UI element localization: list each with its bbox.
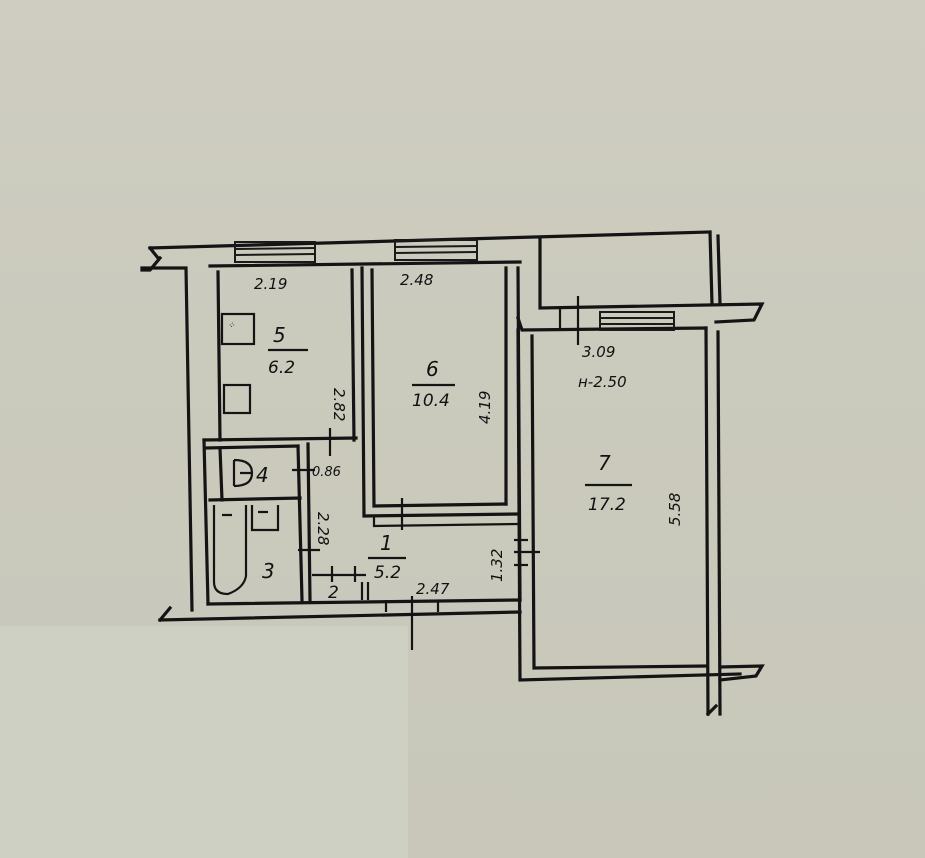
room-5-area: 6.2 [268,358,295,378]
dim-hall-depth: 1.32 [488,549,506,582]
stove-icon [220,312,256,346]
svg-text:⁘: ⁘ [228,321,236,331]
room-1-area: 5.2 [374,563,401,583]
room-3-number: 3 [262,559,275,583]
dim-room6-length: 4.19 [476,391,494,424]
dimension-labels: 2.19 2.48 2.82 4.19 3.09 н-2.50 5.58 0.8… [254,271,684,598]
room-4-number: 4 [256,463,269,487]
room-6-number: 6 [426,357,439,381]
bathtub-icon [212,505,248,596]
dim-kitchen-width: 2.19 [254,275,287,293]
dim-hall-width: 2.47 [416,580,450,598]
dim-toilet-width: 0.86 [312,465,341,480]
room-7-number: 7 [598,451,611,475]
dim-hall-length: 2.28 [314,512,332,545]
dim-ceiling-height: н-2.50 [578,373,627,391]
dim-room7-length: 5.58 [666,493,684,526]
room-6-area: 10.4 [412,391,450,411]
interior-walls [202,266,540,650]
room-7-area: 17.2 [588,495,626,515]
sink-icon [222,383,252,415]
room-2-number: 2 [328,583,339,603]
dim-room6-width: 2.48 [400,271,433,289]
outer-walls [140,230,765,717]
fixtures: ⁘ [212,312,280,596]
room-labels: 5 6.2 6 10.4 7 17.2 1 5.2 2 3 4 [256,323,632,603]
dim-room7-width: 3.09 [582,343,615,361]
room-1-number: 1 [380,531,393,555]
windows [234,239,675,345]
toilet-icon [232,458,254,488]
paper-patch [0,626,408,858]
room-5-number: 5 [273,323,286,347]
washbasin-icon [250,505,280,532]
dim-kitchen-length: 2.82 [330,388,348,421]
